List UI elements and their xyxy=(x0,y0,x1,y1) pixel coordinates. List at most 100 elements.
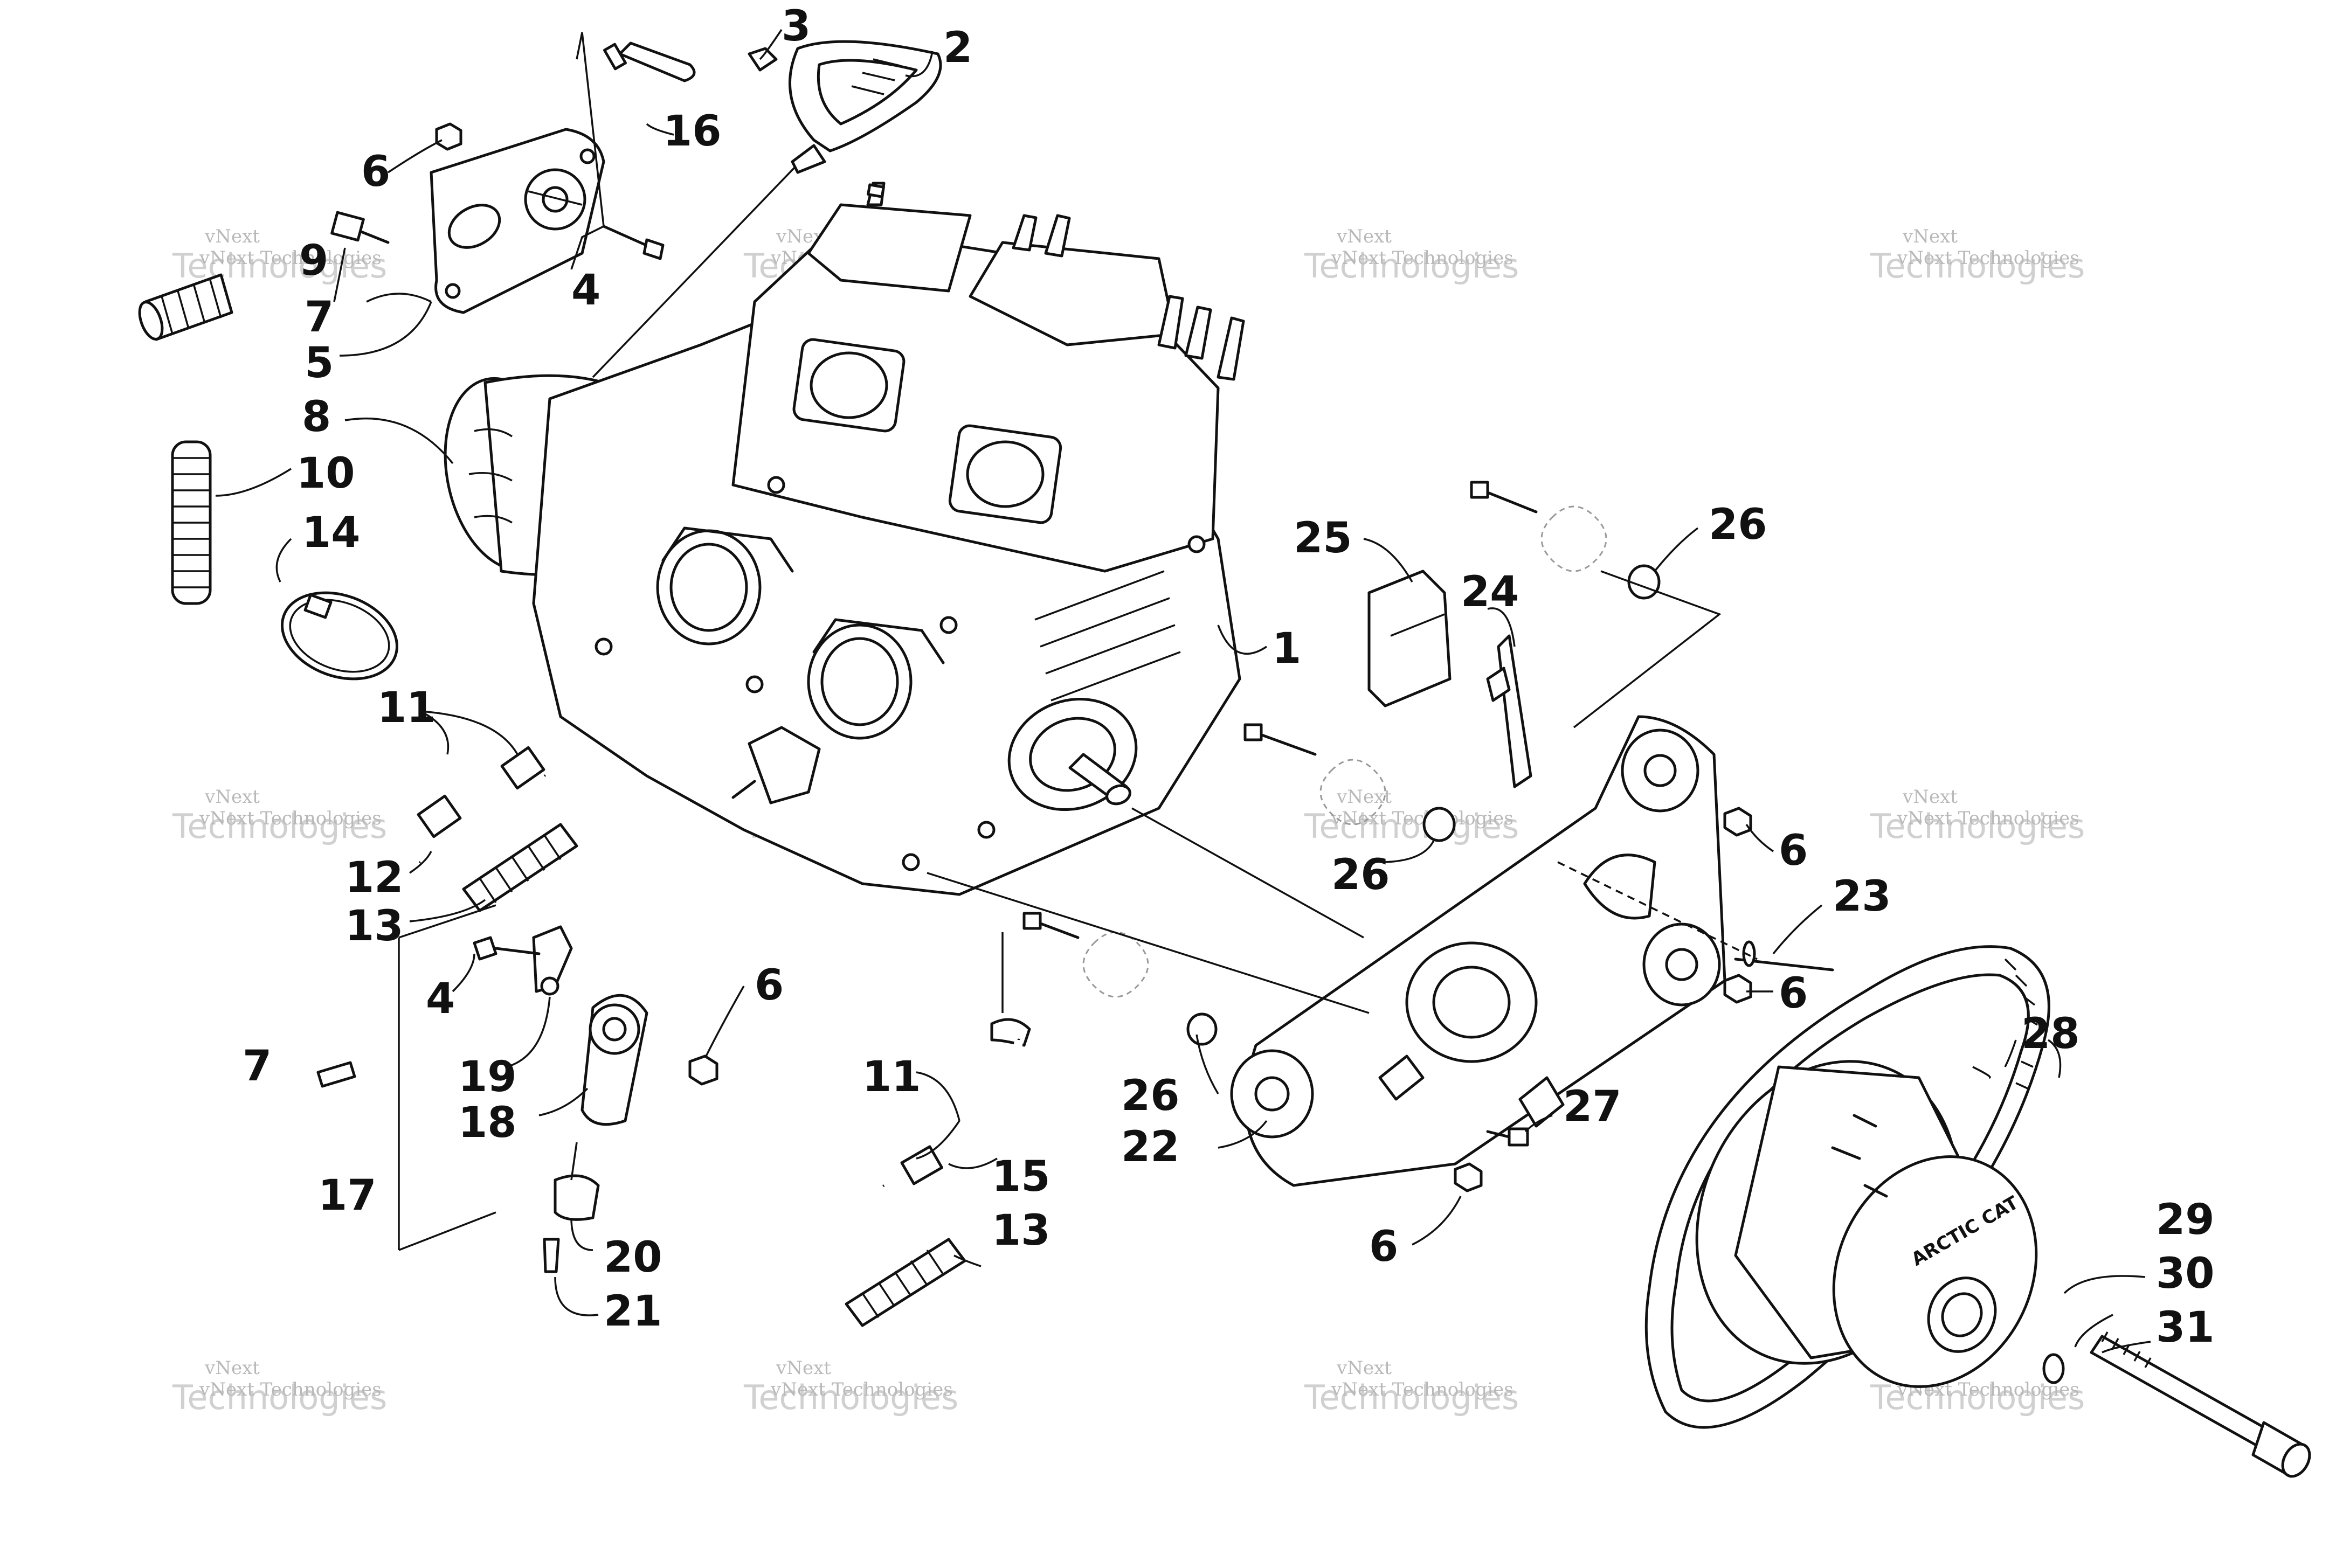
watermark-top: vNext xyxy=(776,1357,831,1379)
part-label-29: 29 xyxy=(2156,1196,2215,1244)
watermark-small: vNext Technologies xyxy=(1897,247,2079,269)
cylinder-head-right xyxy=(969,241,1177,346)
part-label-5: 5 xyxy=(305,339,334,387)
part-label-6a: 6 xyxy=(361,148,390,196)
nut-6a xyxy=(435,122,462,151)
watermark-top: vNext xyxy=(1336,1357,1392,1379)
watermark-main: Technologies xyxy=(1304,807,1519,846)
watermark-small: vNext Technologies xyxy=(199,247,382,269)
watermark: vNext Technologies vNext Technologies xyxy=(172,786,387,846)
watermark: vNext Technologies vNext Technologies xyxy=(1304,226,1519,286)
bracket-24 xyxy=(1486,634,1532,788)
part-label-4b: 4 xyxy=(426,975,455,1023)
bolt-9 xyxy=(330,211,390,244)
part-label-12: 12 xyxy=(345,854,404,902)
part-label-19: 19 xyxy=(458,1053,517,1101)
rope-clip-3 xyxy=(748,47,778,72)
spring-13-left xyxy=(462,823,578,912)
engine-mount-front xyxy=(430,128,605,314)
watermark: vNext Technologies vNext Technologies xyxy=(1304,1357,1519,1417)
watermark-small: vNext Technologies xyxy=(199,808,382,829)
part-label-28: 28 xyxy=(2021,1010,2080,1058)
watermark: vNext Technologies vNext Technologies xyxy=(743,1357,958,1417)
bolt-4a xyxy=(602,225,665,260)
cylinder-head-left xyxy=(807,203,972,293)
part-label-26a: 26 xyxy=(1709,501,1767,549)
watermark-main: Technologies xyxy=(1870,807,2085,846)
part-label-10: 10 xyxy=(296,449,355,498)
part-label-1: 1 xyxy=(1272,625,1301,673)
spring-13-center xyxy=(845,1238,966,1327)
part-label-22: 22 xyxy=(1121,1123,1180,1171)
engine-assembly xyxy=(444,182,1245,896)
crankshaft-pto xyxy=(1007,697,1138,811)
part-label-15: 15 xyxy=(992,1153,1051,1201)
nut-6e xyxy=(1454,1162,1483,1192)
part-label-31: 31 xyxy=(2156,1303,2215,1352)
spring-10 xyxy=(171,440,212,605)
watermark-small: vNext Technologies xyxy=(770,1379,953,1400)
watermark-small: vNext Technologies xyxy=(1331,1379,1513,1400)
watermark-small: vNext Technologies xyxy=(199,1379,382,1400)
watermark-top: vNext xyxy=(1902,786,1958,808)
part-label-13b: 13 xyxy=(992,1206,1051,1255)
washer-30 xyxy=(2042,1353,2065,1384)
washer-26b xyxy=(1422,807,1456,842)
bracket-group-17 xyxy=(316,904,718,1273)
watermark-top: vNext xyxy=(204,786,260,808)
nut-6b xyxy=(1723,807,1752,837)
part-label-7b: 7 xyxy=(243,1042,272,1091)
watermark: vNext Technologies vNext Technologies xyxy=(1870,226,2085,286)
watermark-main: Technologies xyxy=(172,1378,387,1417)
part-label-6c: 6 xyxy=(1779,827,1808,875)
part-label-16: 16 xyxy=(663,107,722,156)
watermark-main: Technologies xyxy=(743,1378,958,1417)
watermark-top: vNext xyxy=(1336,786,1392,808)
washer-26c xyxy=(1186,1012,1218,1046)
part-label-26b: 26 xyxy=(1331,851,1390,899)
part-label-17: 17 xyxy=(318,1171,377,1220)
watermark: vNext Technologies vNext Technologies xyxy=(1870,786,2085,846)
part-label-26c: 26 xyxy=(1121,1072,1180,1120)
part-label-9: 9 xyxy=(299,237,328,285)
part-label-7a: 7 xyxy=(305,293,334,342)
part-label-21: 21 xyxy=(604,1287,662,1336)
watermark-small: vNext Technologies xyxy=(1331,247,1513,269)
part-label-27: 27 xyxy=(1563,1083,1622,1131)
clutch-bolt-31 xyxy=(2090,1331,2311,1478)
nut-6c xyxy=(1723,974,1752,1004)
part-label-23: 23 xyxy=(1833,872,1891,921)
watermark-small: vNext Technologies xyxy=(1897,808,2079,829)
drive-clutch-28: ARCTIC CAT xyxy=(1695,1060,2038,1388)
part-label-24: 24 xyxy=(1461,568,1519,616)
part-label-2: 2 xyxy=(943,24,972,72)
part-label-6b: 6 xyxy=(755,961,784,1010)
damper-block-25 xyxy=(1367,570,1452,707)
throttle-bodies xyxy=(656,526,945,740)
hose-fitting-15 xyxy=(881,932,1031,1189)
watermark-main: Technologies xyxy=(1304,246,1519,286)
spark-plugs xyxy=(866,182,1245,381)
handle-clip-16 xyxy=(603,41,696,82)
plate-bolts xyxy=(1022,481,1538,1147)
part-label-14: 14 xyxy=(302,509,361,557)
part-label-13a: 13 xyxy=(345,902,404,950)
watermark-small: vNext Technologies xyxy=(1331,808,1513,829)
recoil-handle xyxy=(592,40,942,378)
clamp-14 xyxy=(280,591,399,681)
watermark-top: vNext xyxy=(1902,226,1958,247)
part-label-3: 3 xyxy=(782,2,811,51)
watermark-main: Technologies xyxy=(172,807,387,846)
part-label-6d: 6 xyxy=(1779,969,1808,1018)
watermark-main: Technologies xyxy=(1304,1378,1519,1417)
part-labels: 1 2 3 4 4 5 6 6 6 6 6 7 7 8 9 10 11 11 1… xyxy=(243,2,2215,1352)
part-label-18: 18 xyxy=(458,1099,517,1147)
watermark: vNext Technologies vNext Technologies xyxy=(172,1357,387,1417)
part-label-4a: 4 xyxy=(571,266,600,315)
watermark-main: Technologies xyxy=(1870,246,2085,286)
part-label-8: 8 xyxy=(302,393,331,441)
part-label-20: 20 xyxy=(604,1233,662,1282)
spring-7-left xyxy=(138,273,233,341)
part-label-6e: 6 xyxy=(1369,1223,1398,1271)
